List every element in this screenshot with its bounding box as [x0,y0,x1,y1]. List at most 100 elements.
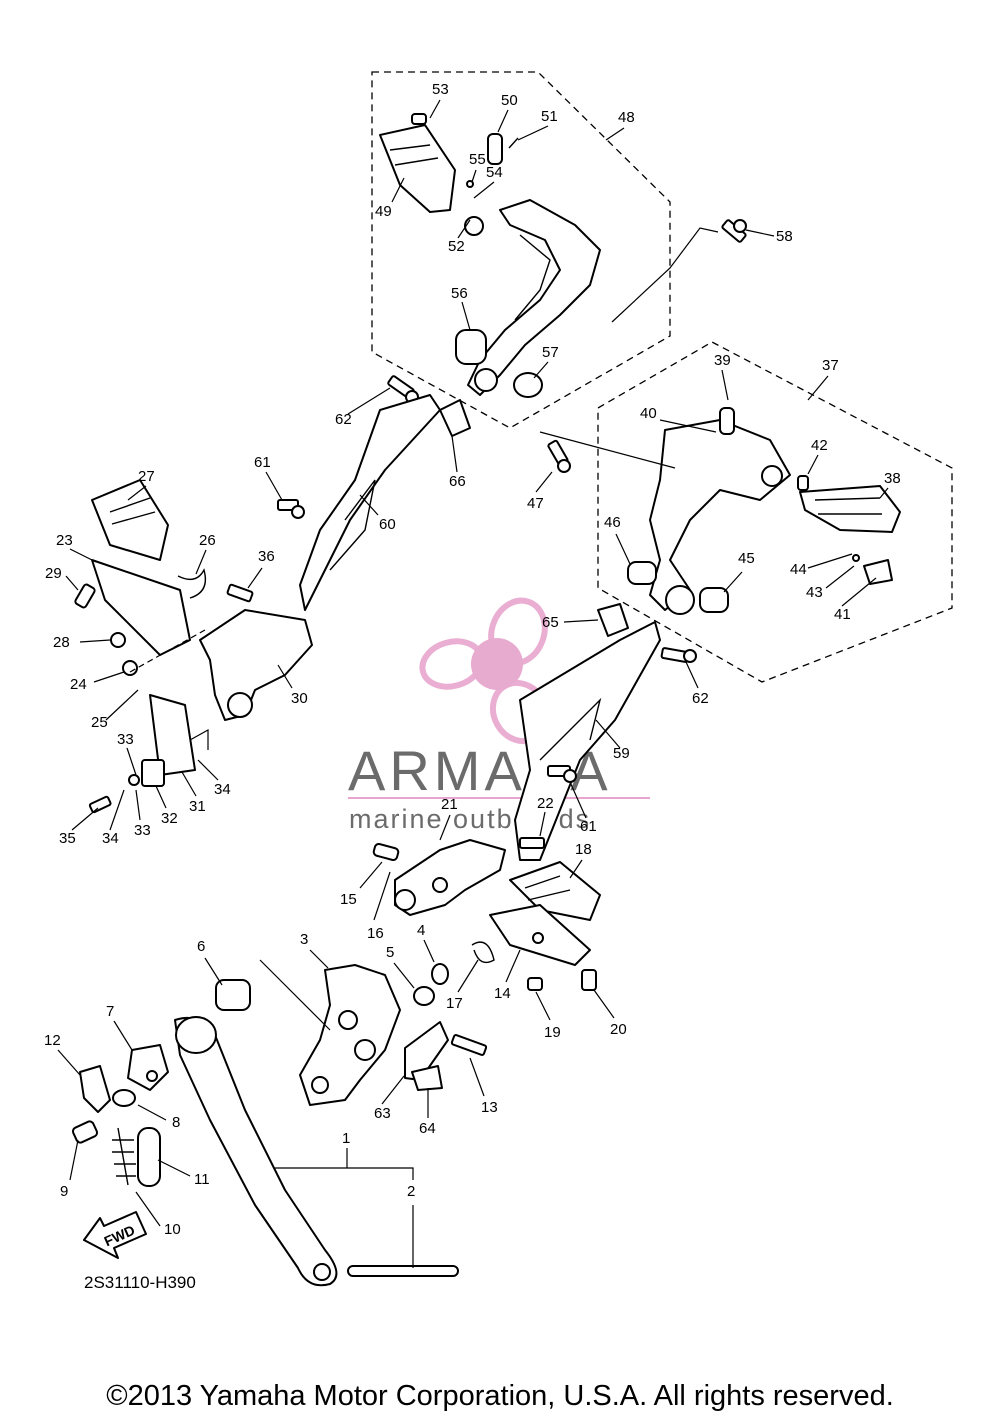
callout-1: 1 [342,1130,350,1147]
plate-66 [439,399,471,437]
callout-59: 59 [613,745,630,762]
callout-30: 30 [291,690,308,707]
plate-65 [597,603,629,637]
assembly-box-48 [371,71,671,429]
footrest-assembly-right [372,837,601,991]
bolt-61-lower [547,765,577,783]
bolt-62-lower [660,647,697,663]
footrest-assembly-left [74,479,313,814]
guide-line-58 [611,227,719,323]
callout-60: 60 [379,516,396,533]
callout-5: 5 [386,944,394,961]
callout-17: 17 [446,995,463,1012]
callout-22: 22 [537,795,554,812]
callout-3: 3 [300,931,308,948]
callout-20: 20 [610,1021,627,1038]
callout-62-upper: 62 [335,411,352,428]
callout-33-lower: 33 [134,822,151,839]
fwd-arrow-icon: FWD [83,1211,147,1259]
callout-36: 36 [258,548,275,565]
pedal-lever-1 [174,979,459,1287]
bracket-59 [514,621,661,861]
bolt-47 [547,439,571,473]
callout-48: 48 [618,109,635,126]
callout-43: 43 [806,584,823,601]
callout-23: 23 [56,532,73,549]
callout-66: 66 [449,473,466,490]
callout-52: 52 [448,238,465,255]
callout-26: 26 [199,532,216,549]
callout-44: 44 [790,561,807,578]
callout-28: 28 [53,634,70,651]
bracket-60-cutout [329,479,376,571]
callout-34-left: 34 [102,830,119,847]
callout-31: 31 [189,798,206,815]
callout-54: 54 [486,164,503,181]
callout-40: 40 [640,405,657,422]
callout-57: 57 [542,344,559,361]
callout-11: 11 [194,1171,210,1188]
callout-62-lower: 62 [692,690,709,707]
callout-45: 45 [738,550,755,567]
callout-58: 58 [776,228,793,245]
callout-25: 25 [91,714,108,731]
bracket-3 [299,963,488,1106]
bracket-59-cutout [539,697,602,761]
guide-line-34 [189,728,209,750]
callout-8: 8 [172,1114,180,1131]
guide-line-6 [259,959,331,1031]
bolt-61-upper [277,499,305,519]
callout-24: 24 [70,676,87,693]
callout-46: 46 [604,514,621,531]
bolt-58 [721,219,747,243]
callout-32: 32 [161,810,178,827]
callout-15: 15 [340,891,357,908]
bolt-62-upper [387,375,419,404]
callout-19: 19 [544,1024,561,1041]
callout-21: 21 [441,796,458,813]
callout-35: 35 [59,830,76,847]
callout-34-right: 34 [214,781,231,798]
callout-63: 63 [374,1105,391,1122]
callout-65: 65 [542,614,559,631]
callout-55: 55 [469,151,486,168]
callout-6: 6 [197,938,205,955]
callout-18: 18 [575,841,592,858]
callout-56: 56 [451,285,468,302]
bracket-assembly-48 [379,113,601,398]
diagram-code: 2S31110-H390 [84,1273,196,1292]
callout-9: 9 [60,1183,68,1200]
leader-lines [57,99,889,1268]
callout-27: 27 [138,468,155,485]
callout-61-lower: 61 [580,818,597,835]
callout-38: 38 [884,470,901,487]
callout-37: 37 [822,357,839,374]
callout-14: 14 [494,985,511,1002]
callout-10: 10 [164,1221,181,1238]
callout-51: 51 [541,108,558,125]
callout-12: 12 [44,1032,61,1049]
callout-49: 49 [375,203,392,220]
callout-7: 7 [106,1003,114,1020]
callout-2: 2 [407,1183,415,1200]
callout-50: 50 [501,92,518,109]
callout-33-upper: 33 [117,731,134,748]
assembly-box-37 [597,341,953,683]
small-parts-lower-left [71,1044,169,1187]
callout-41: 41 [834,606,851,623]
guide-line-47 [539,431,676,469]
callout-29: 29 [45,565,62,582]
callout-42: 42 [811,437,828,454]
callout-16: 16 [367,925,384,942]
bracket-assembly-37 [627,407,901,615]
callout-47: 47 [527,495,544,512]
copyright-notice: ©2013 Yamaha Motor Corporation, U.S.A. A… [106,1380,894,1412]
callout-53: 53 [432,81,449,98]
callout-39: 39 [714,352,731,369]
callout-13: 13 [481,1099,498,1116]
callout-64: 64 [419,1120,436,1137]
guide-line-24 [129,629,206,673]
callout-4: 4 [417,922,425,939]
bracket-60 [299,394,441,611]
